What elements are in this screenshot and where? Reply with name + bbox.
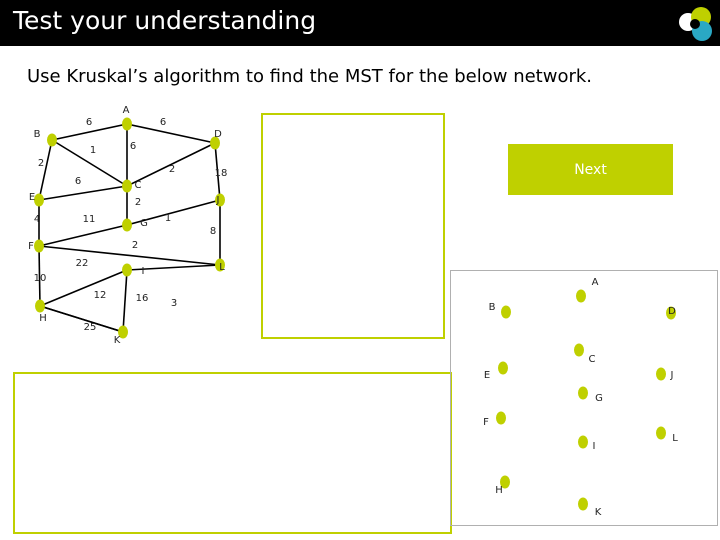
edge-weight-label: 6 [160,117,166,128]
edge-weight-label: 2 [132,240,138,251]
mst-node-label: H [495,485,503,496]
edge-F-G [38,224,128,247]
node-label: C [135,180,142,191]
mst-node-K [578,497,588,511]
page-title: Test your understanding [13,6,317,35]
mst-panel: A B C D E F G H I J K L [450,270,718,526]
node-G [122,218,132,232]
mst-node-B [501,305,511,319]
title-bar: Test your understanding [0,0,720,46]
edge-weight-label: 16 [136,293,149,304]
edge-A-D [126,123,216,144]
node-label: J [216,195,220,206]
edge-weight-label: 18 [215,168,228,179]
mst-node-layout: A B C D E F G H I J K L [483,277,678,518]
mst-node-label: G [595,393,603,404]
edge-D-J [214,142,221,201]
edge-weight-label: 25 [84,322,97,333]
node-D [210,136,220,150]
overlapping-circles-logo-icon [679,7,712,41]
node-label: A [123,105,130,116]
node-L [215,258,225,272]
mst-node-label: K [595,507,602,518]
edge-weight-label: 8 [210,226,216,237]
edge-weight-label: 6 [75,176,81,187]
edge-weight-label: 3 [171,298,177,309]
node-label: L [219,262,225,273]
mst-node-label: J [670,370,674,381]
node-label: F [28,241,34,252]
node-C [122,179,132,193]
mst-node-label: A [592,277,599,288]
node-A [122,117,132,131]
mst-node-label: C [589,354,596,365]
node-K [118,325,128,339]
mst-node-I [578,435,588,449]
node-B [47,133,57,147]
edge-H-K [39,305,124,333]
node-F [34,239,44,253]
edge-I-L [126,264,221,271]
mst-node-label: B [489,302,496,313]
edge-weight-label: 1 [165,213,171,224]
edge-weight-label: 10 [34,273,47,284]
node-label: B [34,129,41,140]
mst-node-label: E [484,370,490,381]
node-J [215,193,225,207]
mst-node-label: I [593,441,596,452]
node-I [122,263,132,277]
edge-weight-label: 2 [169,164,175,175]
node-label: D [214,129,222,140]
node-label: K [114,335,121,346]
edge-weight-label: 11 [83,214,96,225]
mst-node-D [666,306,676,320]
node-H [35,299,45,313]
edge-F-L [38,245,221,266]
edge-weight-label: 2 [38,158,44,169]
edge-I-K [122,269,128,333]
mst-node-F [496,411,506,425]
node-E [34,193,44,207]
edge-weight-label: 22 [76,258,89,269]
answer-box-bottom [13,372,452,534]
edge-weight-label: 6 [130,141,136,152]
edge-F-H [38,245,41,307]
node-label: I [142,266,145,277]
edge-H-I [39,269,128,307]
node-label: G [140,218,148,229]
instruction-text: Use Kruskal’s algorithm to find the MST … [27,66,593,87]
edge-weight-label: 1 [90,145,96,156]
edge-weight-label: 4 [34,214,40,225]
edge-G-J [126,199,221,226]
mst-node-H [500,475,510,489]
answer-box-top [261,113,445,339]
node-label: E [29,192,35,203]
mst-node-A [576,289,586,303]
edge-C-D [126,142,216,187]
mst-node-L [656,426,666,440]
edge-B-A [51,123,128,141]
edge-B-C [51,139,128,187]
mst-node-E [498,361,508,375]
edge-weight-label: 2 [135,197,141,208]
edge-B-E [38,139,53,201]
edge-weight-label: 6 [86,117,92,128]
mst-node-label: F [483,417,489,428]
mst-node-G [578,386,588,400]
mst-node-J [656,367,666,381]
edge-E-C [38,185,128,201]
mst-node-C [574,343,584,357]
mst-node-label: D [668,306,676,317]
edge-weight-label: 12 [94,290,107,301]
mst-node-label: L [672,433,678,444]
next-button[interactable]: Next [508,144,673,195]
node-label: H [39,313,47,324]
